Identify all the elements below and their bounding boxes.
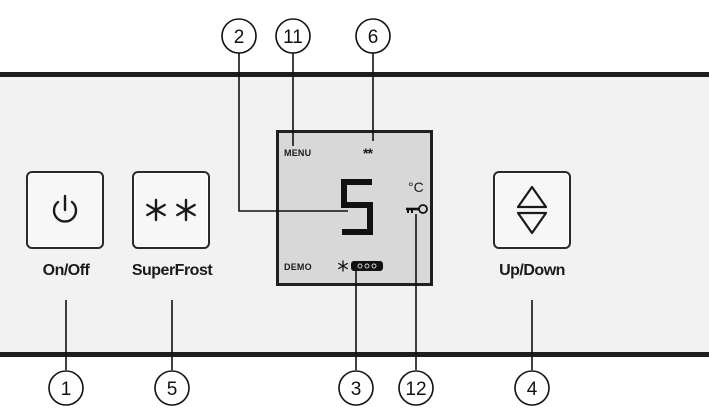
callout-circle-5: [154, 370, 190, 406]
leader-line-2: [238, 53, 348, 212]
callout-3: 3: [351, 379, 362, 400]
demo-indicator: DEMO: [284, 262, 312, 272]
on-off-label: On/Off: [42, 262, 90, 279]
callout-6: 6: [368, 27, 379, 48]
up-down-arrows-icon: [516, 185, 548, 235]
callout-circle-6: [355, 18, 391, 54]
callout-circle-4: [514, 370, 550, 406]
celsius-unit: °C: [408, 179, 424, 195]
superfrost-stars-icon: [146, 198, 196, 222]
key-lock-icon: [406, 204, 428, 214]
callout-circle-1: [48, 370, 84, 406]
callout-5: 5: [167, 379, 178, 400]
callout-circle-11: [275, 18, 311, 54]
power-icon: [52, 194, 78, 223]
on-off-button[interactable]: [26, 171, 104, 249]
callout-11: 11: [283, 27, 303, 48]
callout-4: 4: [527, 379, 538, 400]
up-down-button[interactable]: [493, 171, 571, 249]
menu-indicator: MENU: [284, 148, 312, 158]
callout-circle-12: [398, 370, 434, 406]
lcd-display: MENU ** °C DEMO: [276, 130, 433, 286]
callout-2: 2: [234, 27, 245, 48]
superfrost-label: SuperFrost: [131, 262, 213, 279]
callout-circle-3: [338, 370, 374, 406]
callout-circle-2: [221, 18, 257, 54]
superfrost-button[interactable]: [132, 171, 210, 249]
temperature-digit: [341, 179, 373, 235]
callout-12: 12: [405, 379, 426, 400]
up-down-label: Up/Down: [499, 262, 565, 279]
superfrost-symbol: **: [363, 145, 373, 161]
superfrost-progress-icon: [338, 260, 383, 272]
callout-1: 1: [61, 379, 72, 400]
panel-bottom-edge: [0, 352, 709, 357]
panel-top-edge: [0, 72, 709, 77]
